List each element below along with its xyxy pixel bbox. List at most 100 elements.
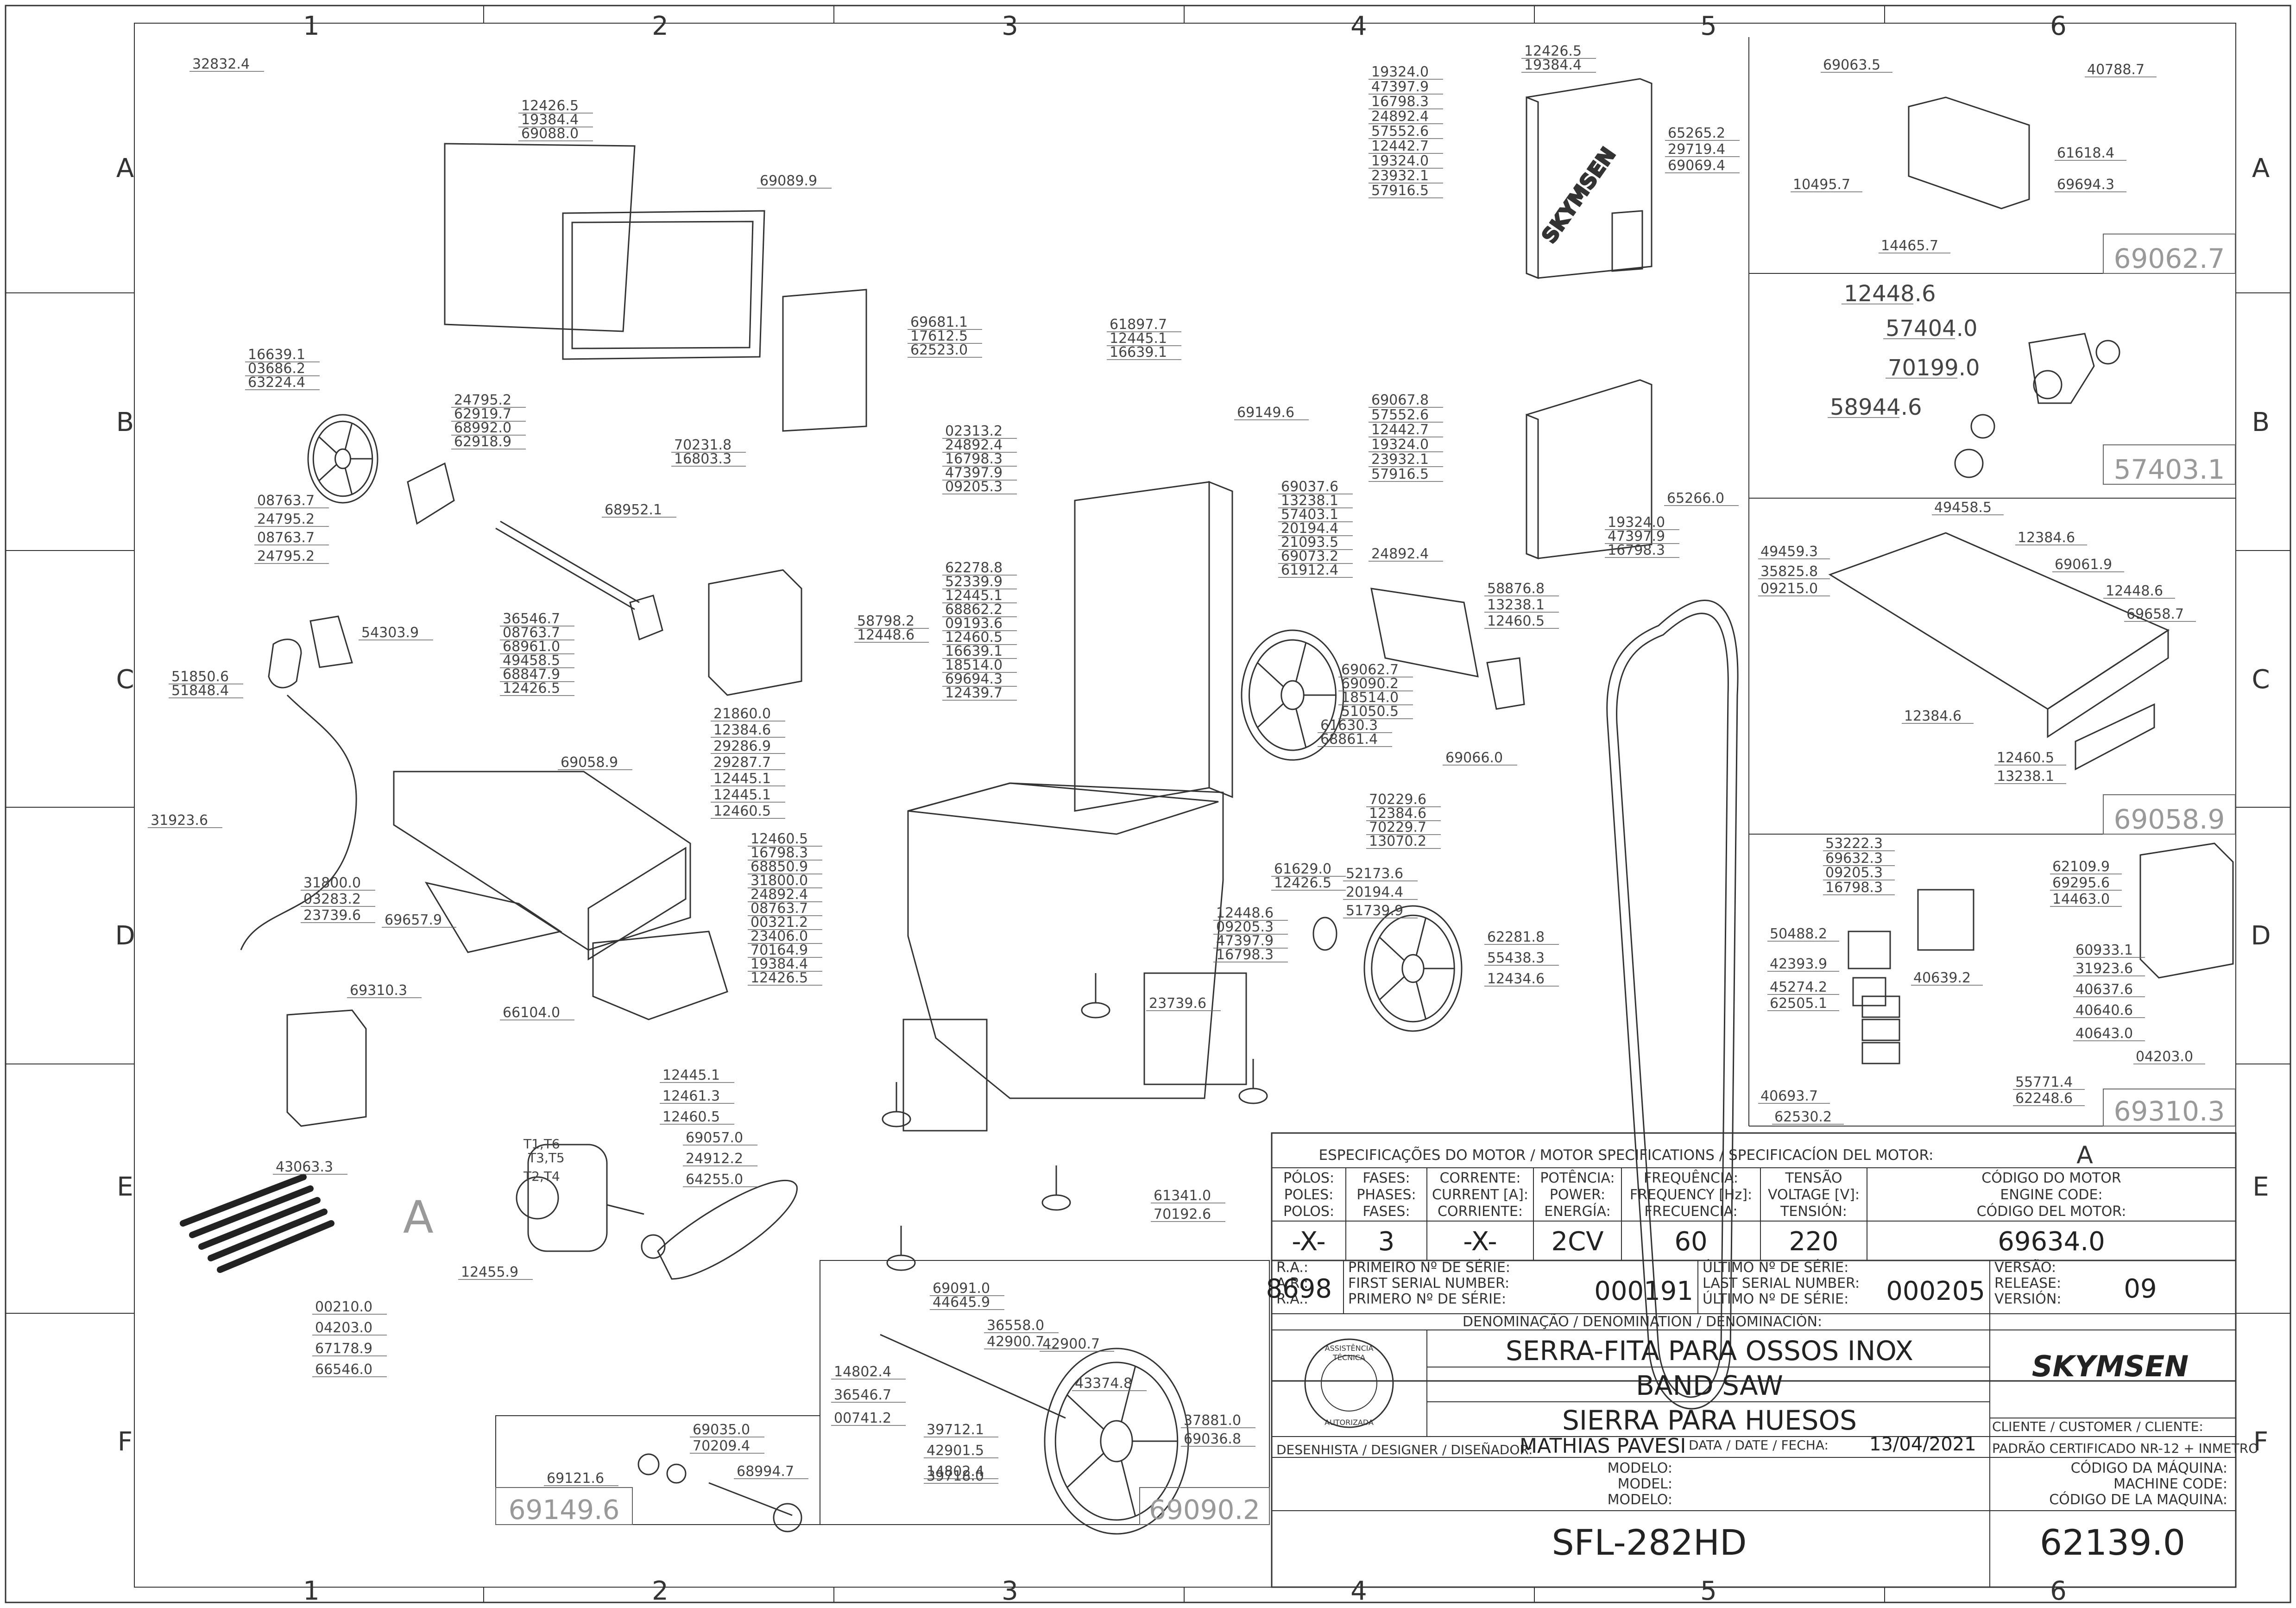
part-number: 14802.4 — [834, 1364, 891, 1380]
version-label: VERSÃO: — [1994, 1259, 2056, 1276]
part-number: 67178.9 — [315, 1341, 372, 1357]
detail-pin — [708, 1482, 793, 1516]
lower-blade-wheel-spoke — [1379, 976, 1405, 1000]
grid-row-label: B — [116, 407, 134, 437]
detail-views: 69062.757403.169058.969310.369090.269149… — [495, 37, 2236, 1526]
part-number: 40639.2 — [1913, 970, 1971, 986]
upper-door-notch — [1611, 210, 1643, 272]
detail-id-57403-label: 57403.1 — [2114, 454, 2225, 485]
part-number: 52339.9 — [945, 574, 1003, 590]
part-number: 40643.0 — [2075, 1026, 2133, 1042]
part-number: 18514.0 — [945, 657, 1003, 673]
motor-spec-header: ESPECIFICAÇÕES DO MOTOR / MOTOR SPECIFIC… — [1319, 1146, 1934, 1164]
part-number: 24892.4 — [1371, 108, 1429, 125]
part-number: 24795.2 — [454, 392, 511, 408]
detail-id-69058-label: 69058.9 — [2114, 804, 2225, 835]
ra-label: A.R.: — [1276, 1275, 1308, 1291]
part-number: 55771.4 — [2015, 1074, 2073, 1090]
part-number: 09205.3 — [1825, 865, 1883, 881]
part-number: 62919.7 — [454, 406, 511, 422]
motor-spec-label: PÓLOS: — [1283, 1169, 1334, 1186]
machine-foot — [1041, 1194, 1071, 1211]
upper-blade-wheel-hub — [1280, 680, 1305, 710]
waste-tray — [424, 881, 562, 953]
part-number: 09205.3 — [945, 479, 1003, 495]
part-number: 12426.5 — [1524, 43, 1582, 59]
part-number: 49458.5 — [1934, 500, 1992, 516]
motor-spec-label: ENERGÍA: — [1544, 1203, 1610, 1220]
lower-blade-wheel-spoke — [1415, 918, 1427, 956]
blade-rod — [198, 1197, 321, 1250]
last-serial-label: LAST SERIAL NUMBER: — [1703, 1275, 1860, 1291]
motor-spec-value: 3 — [1378, 1227, 1395, 1257]
stamp-text: TÉCNICA — [1332, 1353, 1365, 1362]
lower-blade-wheel-hub — [1401, 954, 1425, 983]
part-number: 12384.6 — [2018, 530, 2075, 546]
part-number: 57916.5 — [1371, 466, 1429, 482]
detail-id-69090-label: 69090.2 — [1149, 1494, 1260, 1526]
part-number: 61618.4 — [2057, 145, 2114, 161]
part-number: 70199.0 — [1888, 355, 1980, 381]
motor-spec-value: -X- — [1463, 1227, 1497, 1257]
motor-wire-label: T1,T6 — [523, 1136, 560, 1152]
detail-id-69149-label: 69149.6 — [509, 1494, 620, 1526]
part-number: 31800.0 — [303, 875, 361, 891]
part-number: 62505.1 — [1770, 995, 1827, 1012]
grid-column-label: 5 — [1700, 1576, 1717, 1606]
part-number: 20194.4 — [1281, 520, 1338, 537]
motor-spec-label: TENSÃO — [1785, 1170, 1842, 1186]
part-number: 03686.2 — [248, 361, 305, 377]
part-number: 69149.6 — [1237, 405, 1294, 421]
detail-bracket — [2028, 333, 2095, 404]
part-number: 12445.1 — [1110, 330, 1167, 347]
lower-blade-wheel-spoke — [1415, 981, 1427, 1019]
guard-plate — [592, 931, 728, 1020]
motor-spec-label: POTÊNCIA: — [1540, 1170, 1615, 1186]
part-number: 13070.2 — [1369, 833, 1426, 849]
upper-blade-wheel-spoke — [1257, 703, 1284, 728]
upper-blade-wheel-spoke — [1257, 662, 1284, 687]
part-number: 68952.1 — [605, 502, 662, 518]
detail-table-rail — [2075, 703, 2155, 771]
part-number: 13238.1 — [1997, 768, 2054, 785]
motor-wire-label: T2,T4 — [523, 1169, 560, 1184]
part-number: 69058.9 — [561, 754, 618, 771]
motor-spec-label: FASES: — [1362, 1203, 1410, 1220]
part-number: 61630.3 — [1320, 717, 1378, 734]
detail-mount-bracket — [1917, 889, 1974, 951]
part-number: 51850.6 — [171, 669, 229, 685]
part-number: 44645.9 — [933, 1294, 990, 1310]
part-number: 12426.5 — [751, 970, 808, 986]
detail-bolt — [1954, 449, 1984, 478]
part-number: 13238.1 — [1487, 597, 1545, 613]
part-number: 62523.0 — [910, 342, 968, 358]
part-number: 69657.9 — [385, 912, 442, 928]
date-label: DATA / DATE / FECHA: — [1689, 1437, 1829, 1453]
part-number: 29287.7 — [713, 754, 771, 771]
last-serial-label: ÚLTIMO Nº DE SÉRIE: — [1703, 1290, 1848, 1307]
designer-name: MATHIAS PAVESI — [1520, 1434, 1686, 1458]
control-box-motor — [286, 1009, 367, 1127]
motor-spec-label: FRECUENCIA: — [1644, 1203, 1737, 1220]
control-box-left — [708, 569, 802, 696]
part-number: 64255.0 — [686, 1171, 743, 1188]
part-number: 16798.3 — [1825, 880, 1883, 896]
part-number: 12426.5 — [503, 680, 560, 696]
detail-id-69058-box — [2103, 794, 2236, 835]
part-number: 51848.4 — [171, 683, 229, 699]
motor-spec-value: 220 — [1789, 1227, 1839, 1257]
part-number: 52173.6 — [1346, 866, 1403, 882]
detail-frame-pin — [495, 1415, 820, 1525]
drive-belt — [657, 1180, 798, 1280]
detail-id-69062-label: 69062.7 — [2114, 243, 2225, 274]
part-number: 61897.7 — [1110, 317, 1167, 333]
part-number: 12460.5 — [1997, 750, 2054, 766]
part-number: 70164.9 — [751, 942, 808, 958]
last-serial-label: ÚLTIMO Nº DE SÉRIE: — [1703, 1259, 1848, 1276]
part-number: 68961.0 — [503, 639, 560, 655]
last-serial-value: 000205 — [1886, 1276, 1985, 1306]
part-number: 40637.6 — [2075, 981, 2133, 998]
part-number: 63224.4 — [248, 374, 305, 391]
